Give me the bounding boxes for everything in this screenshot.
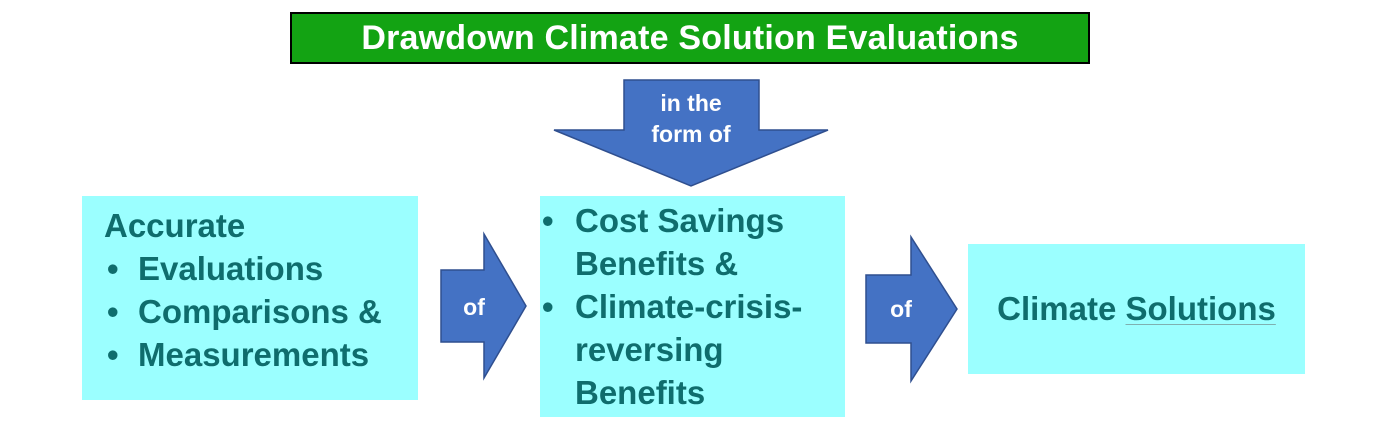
left-right-arrow-shape — [440, 231, 527, 381]
list-item-text-line: Climate-crisis- — [575, 288, 803, 325]
right-arrow-label: of — [890, 296, 912, 322]
list-item-text: Comparisons & — [138, 293, 382, 330]
diagram-title: Drawdown Climate Solution Evaluations — [361, 18, 1019, 57]
list-item-text-line: reversing — [575, 331, 724, 368]
list-item: • Cost Savings Benefits & — [542, 199, 845, 285]
left-arrow-label: of — [463, 294, 485, 320]
down-arrow-label-line2: form of — [651, 121, 731, 147]
bullet-icon: • — [542, 202, 554, 239]
evaluation-types-box: Accurate • Evaluations • Comparisons & •… — [82, 196, 418, 400]
list-item: • Evaluations — [104, 247, 418, 290]
middle-right-arrow-shape — [865, 234, 958, 384]
list-item-text: Measurements — [138, 336, 370, 373]
list-item-text: Evaluations — [138, 250, 324, 287]
evaluation-types-list: • Evaluations • Comparisons & • Measurem… — [104, 247, 418, 376]
down-arrow-label-line1: in the — [660, 90, 721, 116]
climate-solutions-box: Climate Solutions — [968, 244, 1305, 374]
list-item: • Measurements — [104, 333, 418, 376]
list-item-text-line: Benefits & — [575, 245, 739, 282]
bullet-icon: • — [542, 288, 554, 325]
diagram-title-box: Drawdown Climate Solution Evaluations — [290, 12, 1090, 64]
list-item: • Comparisons & — [104, 290, 418, 333]
down-arrow-shape — [553, 79, 829, 187]
climate-solutions-text: Climate Solutions — [997, 290, 1276, 328]
list-item-text-line: Cost Savings — [575, 202, 785, 239]
list-item-text-line: Benefits — [575, 374, 706, 411]
bullet-icon: • — [107, 250, 119, 287]
bullet-icon: • — [107, 293, 119, 330]
climate-solutions-text-part1: Climate — [997, 290, 1126, 327]
evaluation-types-heading: Accurate — [104, 207, 246, 244]
bullet-icon: • — [107, 336, 119, 373]
list-item: • Climate-crisis- reversing Benefits — [542, 285, 845, 414]
benefits-box: • Cost Savings Benefits & • Climate-cris… — [540, 196, 845, 417]
climate-solutions-text-part2: Solutions — [1125, 290, 1276, 327]
benefits-list: • Cost Savings Benefits & • Climate-cris… — [542, 199, 845, 414]
